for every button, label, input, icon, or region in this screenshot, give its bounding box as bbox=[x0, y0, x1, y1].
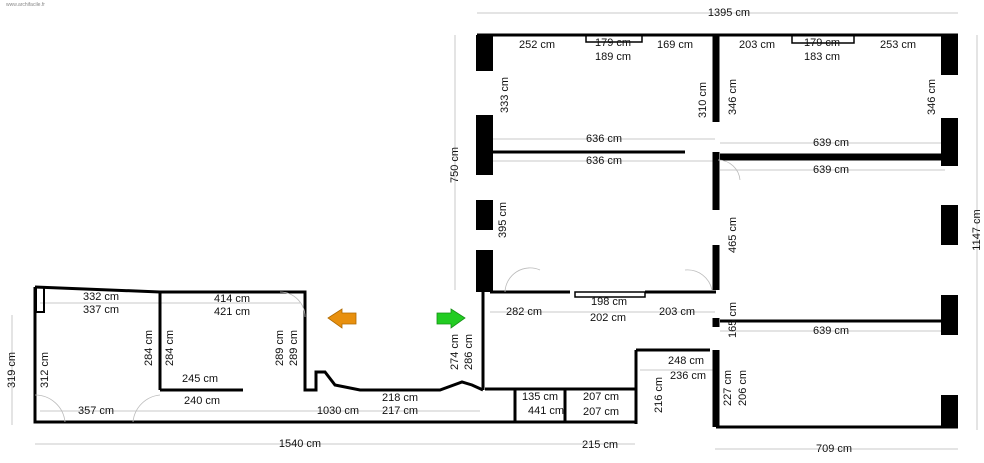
dim-label: 289 cm bbox=[274, 330, 286, 366]
dim-label: 1030 cm bbox=[317, 405, 359, 417]
dim-label: 319 cm bbox=[6, 352, 18, 388]
dim-label: 248 cm bbox=[668, 355, 704, 367]
dim-top-total: 1395 cm bbox=[708, 7, 750, 19]
dim-label: 289 cm bbox=[288, 330, 300, 366]
dim-label: 169 cm bbox=[657, 39, 693, 51]
dim-label: 245 cm bbox=[182, 373, 218, 385]
dim-label: 346 cm bbox=[727, 79, 739, 115]
arrow-right-icon bbox=[436, 308, 466, 329]
dim-label: 179 cm bbox=[804, 37, 840, 49]
dim-label: 286 cm bbox=[463, 334, 475, 370]
dim-label: 216 cm bbox=[653, 377, 665, 413]
dim-label: 252 cm bbox=[519, 39, 555, 51]
dim-label: 206 cm bbox=[737, 370, 749, 406]
dim-label: 709 cm bbox=[816, 443, 852, 455]
dim-label: 414 cm bbox=[214, 293, 250, 305]
dim-label: 240 cm bbox=[184, 395, 220, 407]
watermark: www.archifacile.fr bbox=[6, 2, 45, 8]
dim-label: 284 cm bbox=[164, 330, 176, 366]
dim-label: 198 cm bbox=[591, 296, 627, 308]
dim-label: 207 cm bbox=[583, 406, 619, 418]
dim-label: 165 cm bbox=[727, 302, 739, 338]
dim-label: 203 cm bbox=[659, 306, 695, 318]
dim-label: 639 cm bbox=[813, 325, 849, 337]
dim-label: 189 cm bbox=[595, 51, 631, 63]
dim-label: 357 cm bbox=[78, 405, 114, 417]
dim-label: 310 cm bbox=[697, 82, 709, 118]
dim-label: 1540 cm bbox=[279, 438, 321, 450]
dim-label: 639 cm bbox=[813, 164, 849, 176]
dim-label: 312 cm bbox=[39, 352, 51, 388]
dim-label: 253 cm bbox=[880, 39, 916, 51]
dim-label: 218 cm bbox=[382, 392, 418, 404]
dim-label: 1147 cm bbox=[971, 209, 983, 250]
dim-label: 284 cm bbox=[143, 330, 155, 366]
dim-label: 333 cm bbox=[499, 77, 511, 113]
dim-label: 639 cm bbox=[813, 137, 849, 149]
dim-label: 274 cm bbox=[449, 334, 461, 370]
walls bbox=[33, 33, 958, 429]
dimension-labels: 1395 cm 252 cm 179 cm 189 cm 169 cm 203 … bbox=[6, 7, 983, 455]
dim-label: 179 cm bbox=[595, 37, 631, 49]
dim-label: 183 cm bbox=[804, 51, 840, 63]
dim-label: 332 cm bbox=[83, 291, 119, 303]
dim-label: 636 cm bbox=[586, 155, 622, 167]
dim-label: 465 cm bbox=[727, 217, 739, 253]
dim-label: 236 cm bbox=[670, 370, 706, 382]
dim-label: 750 cm bbox=[449, 147, 461, 183]
dim-label: 636 cm bbox=[586, 133, 622, 145]
dim-label: 215 cm bbox=[582, 439, 618, 451]
dim-label: 227 cm bbox=[722, 370, 734, 406]
dim-label: 441 cm bbox=[528, 405, 564, 417]
dimension-lines bbox=[11, 12, 978, 450]
dim-label: 207 cm bbox=[583, 391, 619, 403]
dim-label: 217 cm bbox=[382, 405, 418, 417]
dim-label: 282 cm bbox=[506, 306, 542, 318]
dim-label: 346 cm bbox=[926, 79, 938, 115]
dim-label: 202 cm bbox=[590, 312, 626, 324]
dim-label: 421 cm bbox=[214, 306, 250, 318]
arrow-left-icon bbox=[327, 308, 357, 329]
dim-label: 135 cm bbox=[522, 391, 558, 403]
dim-label: 337 cm bbox=[83, 304, 119, 316]
dim-label: 203 cm bbox=[739, 39, 775, 51]
dim-label: 395 cm bbox=[497, 202, 509, 238]
